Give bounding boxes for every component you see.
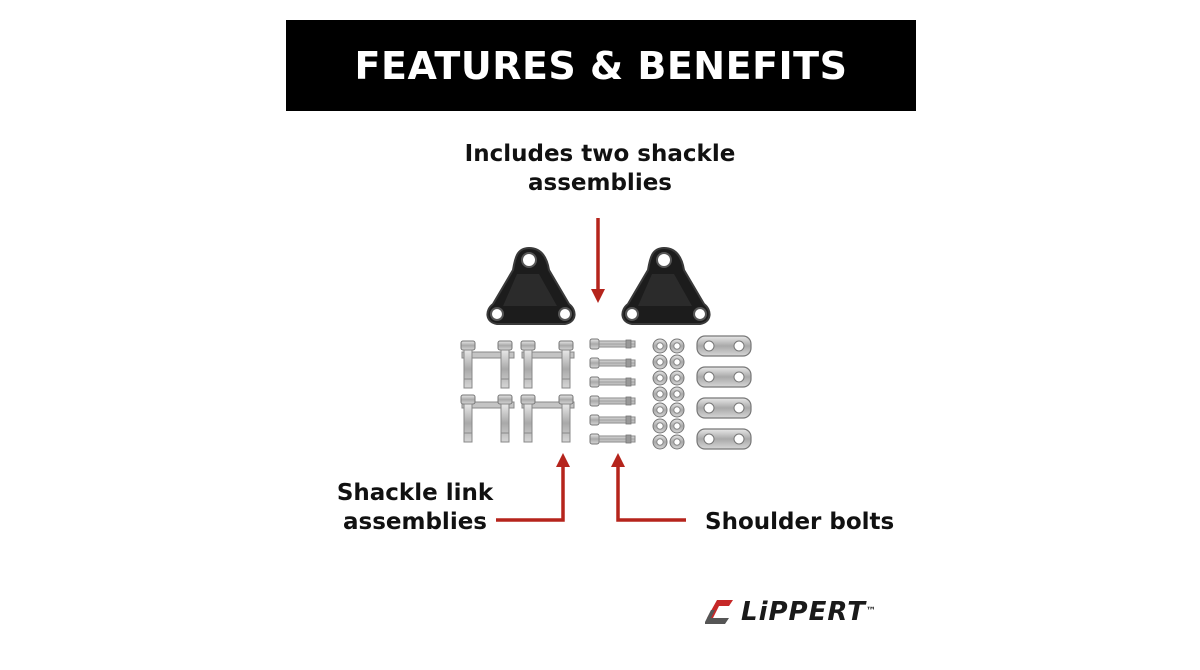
logo-wordmark: LiPPERT™ bbox=[741, 596, 877, 628]
lippert-logo: LiPPERT™ bbox=[703, 596, 893, 628]
link-plate-icon bbox=[696, 335, 752, 450]
arrow-left bbox=[496, 453, 570, 522]
logo-text: LiPPERT bbox=[741, 597, 866, 627]
callout-right-text: Shoulder bolts bbox=[705, 509, 895, 535]
lippert-logo-icon bbox=[705, 600, 733, 624]
title-banner: FEATURES & BENEFITS bbox=[286, 20, 916, 111]
shackle-link-bolt-icon bbox=[460, 340, 575, 443]
callout-top-line1: Includes two shackle bbox=[464, 141, 736, 167]
callout-shoulder-bolts: Shoulder bolts bbox=[705, 508, 894, 537]
callout-left-line2: assemblies bbox=[343, 509, 487, 535]
arrow-right bbox=[611, 453, 686, 522]
shoulder-bolt-icon bbox=[589, 338, 636, 445]
callout-arrows bbox=[496, 218, 686, 522]
callout-shackle-assemblies: Includes two shackle assemblies bbox=[430, 140, 770, 198]
callout-top-line2: assemblies bbox=[528, 170, 672, 196]
callout-left-line1: Shackle link bbox=[336, 480, 494, 506]
logo-tm: ™ bbox=[865, 606, 877, 617]
nut-icon bbox=[652, 338, 685, 450]
banner-title: FEATURES & BENEFITS bbox=[354, 43, 848, 88]
callout-shackle-link: Shackle link assemblies bbox=[330, 479, 500, 537]
